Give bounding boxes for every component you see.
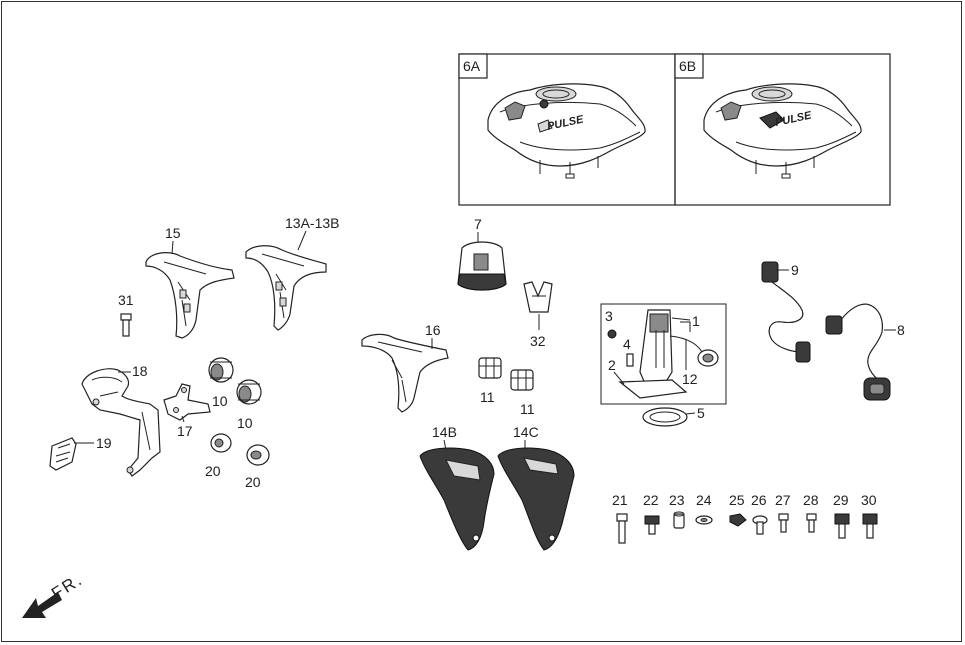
grommet-11a: 11	[478, 357, 502, 405]
clip-32: 32	[523, 281, 553, 349]
tank-cap-7: 7	[457, 216, 507, 291]
screw-4: 4	[623, 336, 634, 367]
shroud-14b: 14B	[419, 424, 495, 551]
bolt-21: 21	[612, 492, 628, 544]
bracket-16: 16	[361, 322, 449, 413]
label-32: 32	[530, 333, 546, 349]
label-2: 2	[608, 357, 616, 373]
bolt-22: 22	[643, 492, 660, 535]
variant-label-6a: 6A	[463, 58, 481, 74]
label-4: 4	[623, 336, 631, 352]
label-11a: 11	[480, 389, 495, 405]
bolt-28: 28	[803, 492, 819, 533]
fuel-tank-6b: PULSE	[703, 83, 862, 179]
front-direction-label: FR.	[48, 570, 86, 604]
label-26: 26	[751, 492, 767, 508]
grommet-11b: 11	[510, 369, 535, 417]
damper-10b: 10	[236, 379, 262, 431]
label-10b: 10	[237, 415, 253, 431]
label-29: 29	[833, 492, 849, 508]
label-14b: 14B	[432, 424, 457, 440]
label-19: 19	[96, 435, 112, 451]
label-10a: 10	[212, 393, 228, 409]
variant-label-6b: 6B	[679, 58, 696, 74]
cover-19: 19	[49, 435, 112, 471]
fuel-hose-9: 9	[761, 261, 811, 363]
stay-17: 17	[163, 383, 211, 439]
label-12: 12	[682, 371, 698, 387]
label-27: 27	[775, 492, 791, 508]
front-direction-arrow-icon	[22, 592, 62, 618]
label-28: 28	[803, 492, 819, 508]
label-23: 23	[669, 492, 685, 508]
damper-10a: 10	[208, 357, 234, 409]
label-18: 18	[132, 363, 148, 379]
bracket-13a-13b: 13A-13B	[245, 215, 339, 331]
bracket-15: 15	[145, 225, 235, 339]
label-31: 31	[118, 292, 134, 308]
bolt-31: 31	[118, 292, 134, 337]
bolt-30: 30	[861, 492, 878, 539]
label-11b: 11	[520, 401, 535, 417]
washer-24: 24	[695, 492, 713, 525]
label-3: 3	[605, 308, 613, 324]
label-9: 9	[791, 262, 799, 278]
screw-26: 26	[751, 492, 768, 535]
label-13a-13b: 13A-13B	[285, 215, 339, 231]
label-20a: 20	[205, 463, 221, 479]
label-14c: 14C	[513, 424, 539, 440]
label-22: 22	[643, 492, 659, 508]
label-8: 8	[897, 322, 905, 338]
shroud-14c: 14C	[497, 424, 575, 551]
label-30: 30	[861, 492, 877, 508]
bolt-29: 29	[833, 492, 850, 539]
nut-3: 3	[605, 308, 617, 339]
label-5: 5	[697, 405, 705, 421]
label-24: 24	[696, 492, 712, 508]
fuel-pump-assy-1: 1 2 12	[600, 303, 727, 405]
fuel-hose-8: 8	[825, 303, 905, 401]
variant-box-6b: 6B	[674, 53, 891, 206]
label-16: 16	[425, 322, 441, 338]
bracket-18: 18	[81, 363, 161, 477]
label-7: 7	[474, 216, 482, 232]
label-15: 15	[165, 225, 181, 241]
collar-23: 23	[669, 492, 685, 529]
collar-20a: 20	[205, 433, 232, 479]
label-1: 1	[692, 313, 700, 329]
label-25: 25	[729, 492, 745, 508]
bolt-27: 27	[775, 492, 791, 533]
label-21: 21	[612, 492, 628, 508]
collar-20b: 20	[245, 444, 270, 490]
nut-25: 25	[729, 492, 747, 527]
fuel-tank-6a: PULSE	[487, 83, 646, 179]
label-20b: 20	[245, 474, 261, 490]
label-17: 17	[177, 423, 193, 439]
gasket-5: 5	[642, 405, 705, 427]
